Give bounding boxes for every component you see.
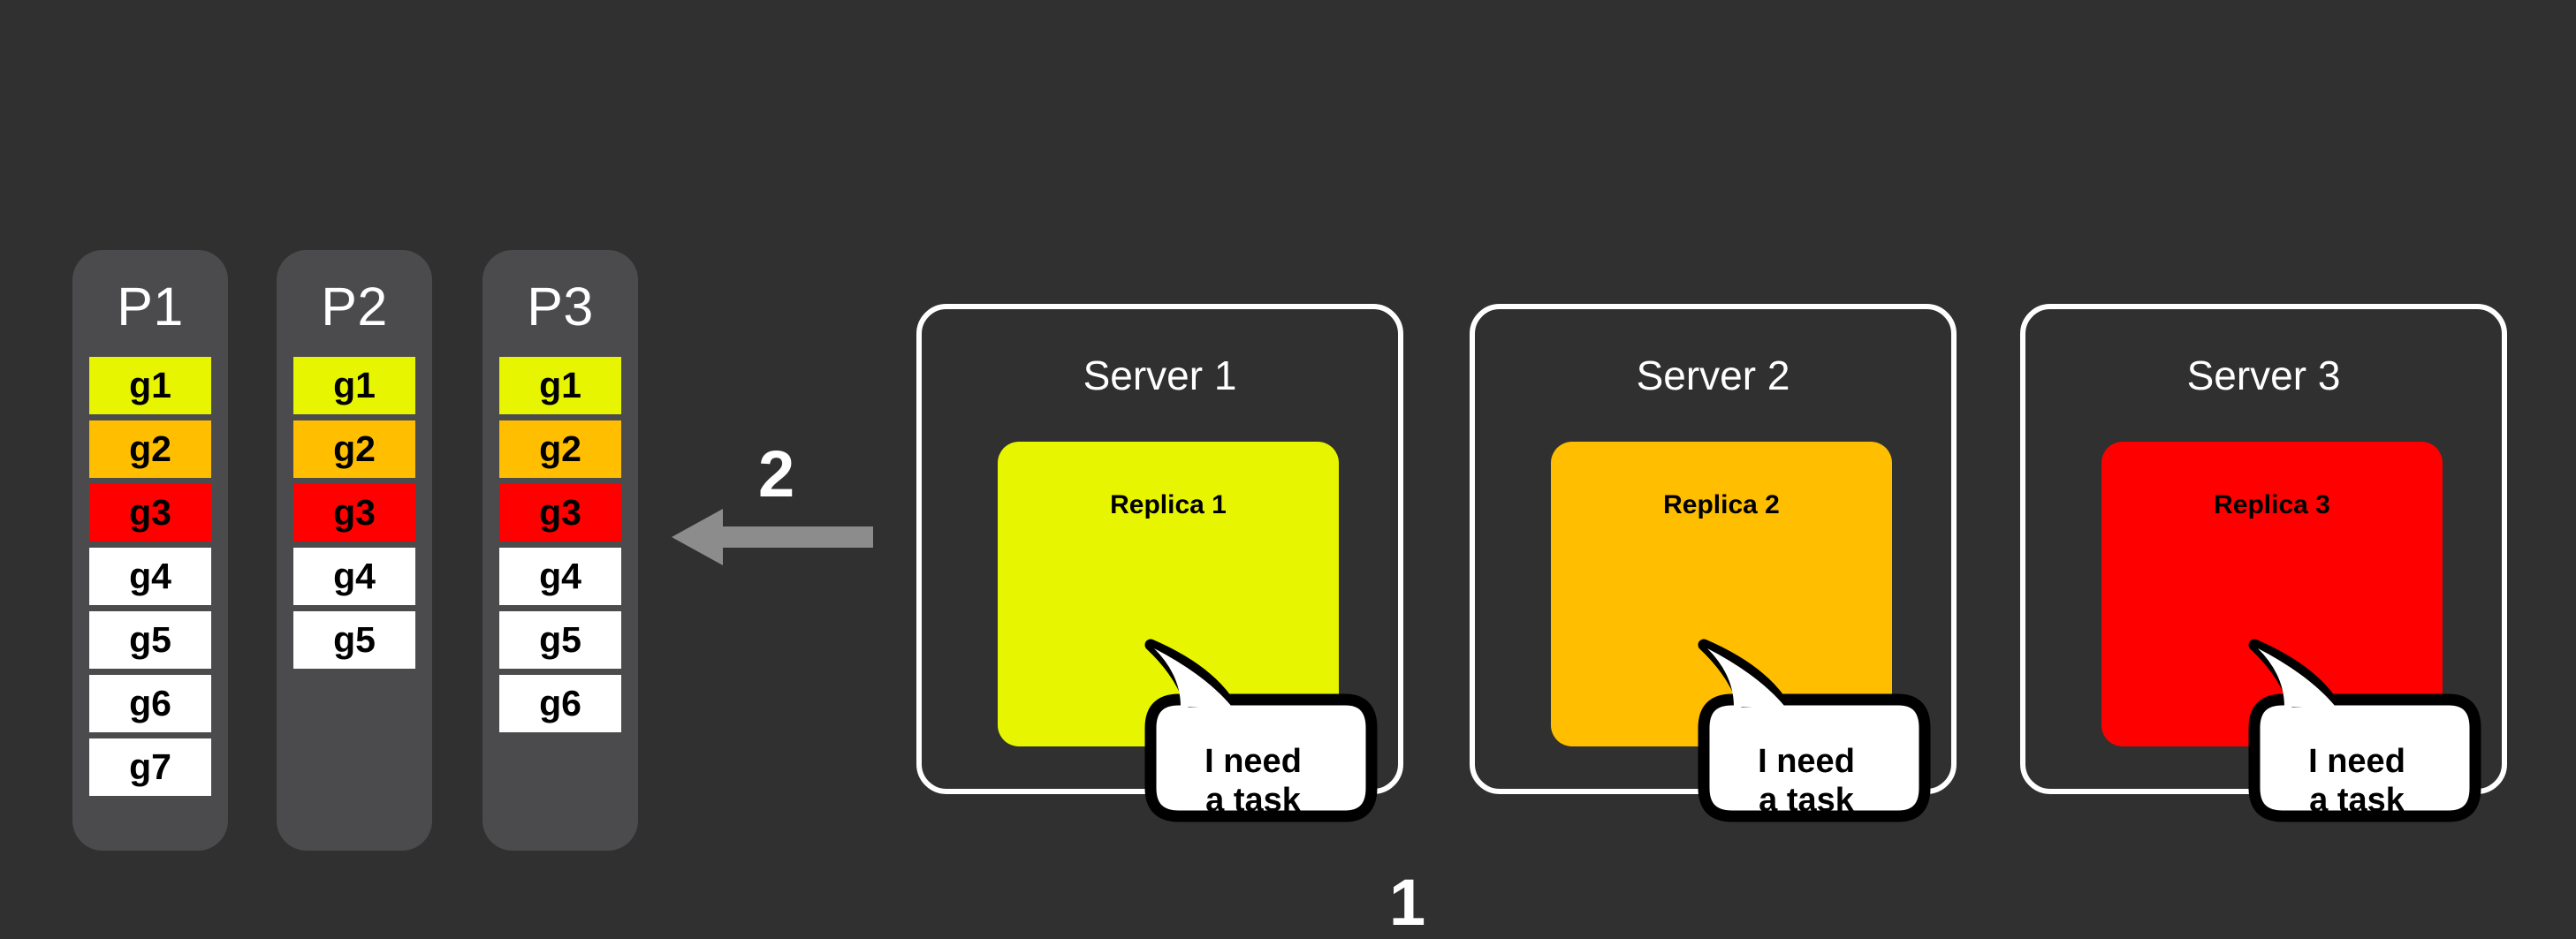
server-3-title: Server 3	[2186, 352, 2341, 398]
speech-bubble-shape	[1698, 639, 1931, 822]
partition-p1-title: P1	[117, 276, 184, 337]
partition-cell[interactable]: g4	[89, 548, 211, 605]
step-1-label: 1	[1389, 866, 1426, 939]
partition-p1: P1 g1 g2 g3 g4 g5 g6 g7	[72, 250, 228, 851]
partition-p1-cells: g1 g2 g3 g4 g5 g6 g7	[72, 357, 228, 796]
server-1-speech-bubble[interactable]: I need a task	[1135, 639, 1378, 822]
partition-cell[interactable]: g6	[499, 675, 621, 732]
partition-cell[interactable]: g7	[89, 738, 211, 796]
arrow-left-icon	[672, 509, 873, 565]
partition-cell[interactable]: g1	[499, 357, 621, 414]
replica-3-label: Replica 3	[2214, 490, 2330, 519]
partition-p3: P3 g1 g2 g3 g4 g5 g6	[483, 250, 638, 851]
partition-cell[interactable]: g1	[293, 357, 415, 414]
partition-cell[interactable]: g5	[499, 611, 621, 669]
assignment-arrow-group: 2	[672, 442, 893, 565]
partition-p3-cells: g1 g2 g3 g4 g5 g6	[483, 357, 638, 732]
partition-cell[interactable]: g4	[499, 548, 621, 605]
replica-2-label: Replica 2	[1663, 490, 1780, 519]
partition-cell[interactable]: g2	[499, 420, 621, 478]
speech-bubble-shape	[1144, 639, 1378, 822]
server-2-title: Server 2	[1636, 352, 1790, 398]
partition-cell[interactable]: g3	[293, 484, 415, 541]
partition-p2-title: P2	[321, 276, 388, 337]
partition-p2: P2 g1 g2 g3 g4 g5	[277, 250, 432, 851]
speech-bubble-shape	[2248, 639, 2481, 822]
partition-p2-cells: g1 g2 g3 g4 g5	[277, 357, 432, 669]
partition-cell[interactable]: g4	[293, 548, 415, 605]
partition-cell[interactable]: g2	[293, 420, 415, 478]
step-2-label: 2	[758, 437, 795, 511]
server-1-title: Server 1	[1083, 352, 1237, 398]
server-3-speech-bubble[interactable]: I need a task	[2238, 639, 2481, 822]
replica-1-label: Replica 1	[1110, 490, 1227, 519]
partition-cell[interactable]: g5	[293, 611, 415, 669]
partition-p3-title: P3	[527, 276, 594, 337]
partition-cell[interactable]: g3	[499, 484, 621, 541]
server-2-speech-bubble[interactable]: I need a task	[1688, 639, 1931, 822]
partition-cell[interactable]: g1	[89, 357, 211, 414]
partition-cell[interactable]: g3	[89, 484, 211, 541]
partition-cell[interactable]: g2	[89, 420, 211, 478]
partition-cell[interactable]: g6	[89, 675, 211, 732]
partition-cell[interactable]: g5	[89, 611, 211, 669]
